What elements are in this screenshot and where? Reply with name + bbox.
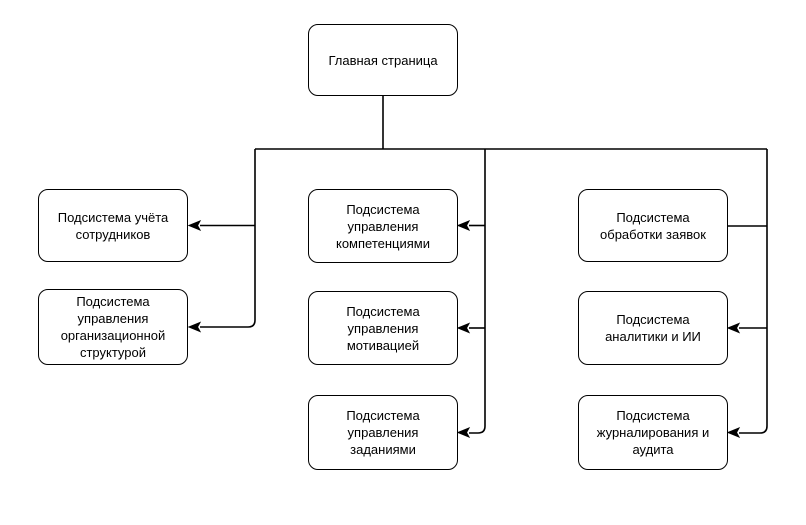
node-motivation: Подсистема управления мотивацией xyxy=(308,291,458,365)
node-org-structure: Подсистема управления организационной ст… xyxy=(38,289,188,365)
node-competencies-label: Подсистема управления компетенциями xyxy=(335,201,430,251)
node-employee-accounting-label: Подсистема учёта сотрудников xyxy=(57,209,169,242)
node-request-processing-label: Подсистема обработки заявок xyxy=(600,209,706,242)
edge-main-to-competencies xyxy=(456,219,485,232)
node-analytics-ai: Подсистема аналитики и ИИ xyxy=(578,291,728,365)
node-analytics-ai-label: Подсистема аналитики и ИИ xyxy=(605,312,701,344)
node-tasks: Подсистема управления заданиями xyxy=(308,395,458,470)
node-main-page-label: Главная страница xyxy=(328,52,438,68)
edge-main-to-employees xyxy=(187,219,255,232)
node-tasks-label: Подсистема управления заданиями xyxy=(346,408,420,457)
edge-main-to-audit xyxy=(726,149,768,439)
edge-main-to-tasks xyxy=(456,149,486,439)
node-org-structure-label: Подсистема управления организационной ст… xyxy=(60,294,166,360)
node-employee-accounting: Подсистема учёта сотрудников xyxy=(38,189,188,262)
edge-main-to-motivation xyxy=(456,322,485,334)
node-motivation-label: Подсистема управления мотивацией xyxy=(346,303,420,353)
node-logging-audit-label: Подсистема журналирования и аудита xyxy=(596,408,710,457)
node-request-processing: Подсистема обработки заявок xyxy=(578,189,728,262)
node-main-page: Главная страница xyxy=(308,24,458,96)
node-competencies: Подсистема управления компетенциями xyxy=(308,189,458,263)
node-logging-audit: Подсистема журналирования и аудита xyxy=(578,395,728,470)
edge-main-to-org xyxy=(187,149,256,333)
edge-main-to-analytics xyxy=(726,322,767,334)
